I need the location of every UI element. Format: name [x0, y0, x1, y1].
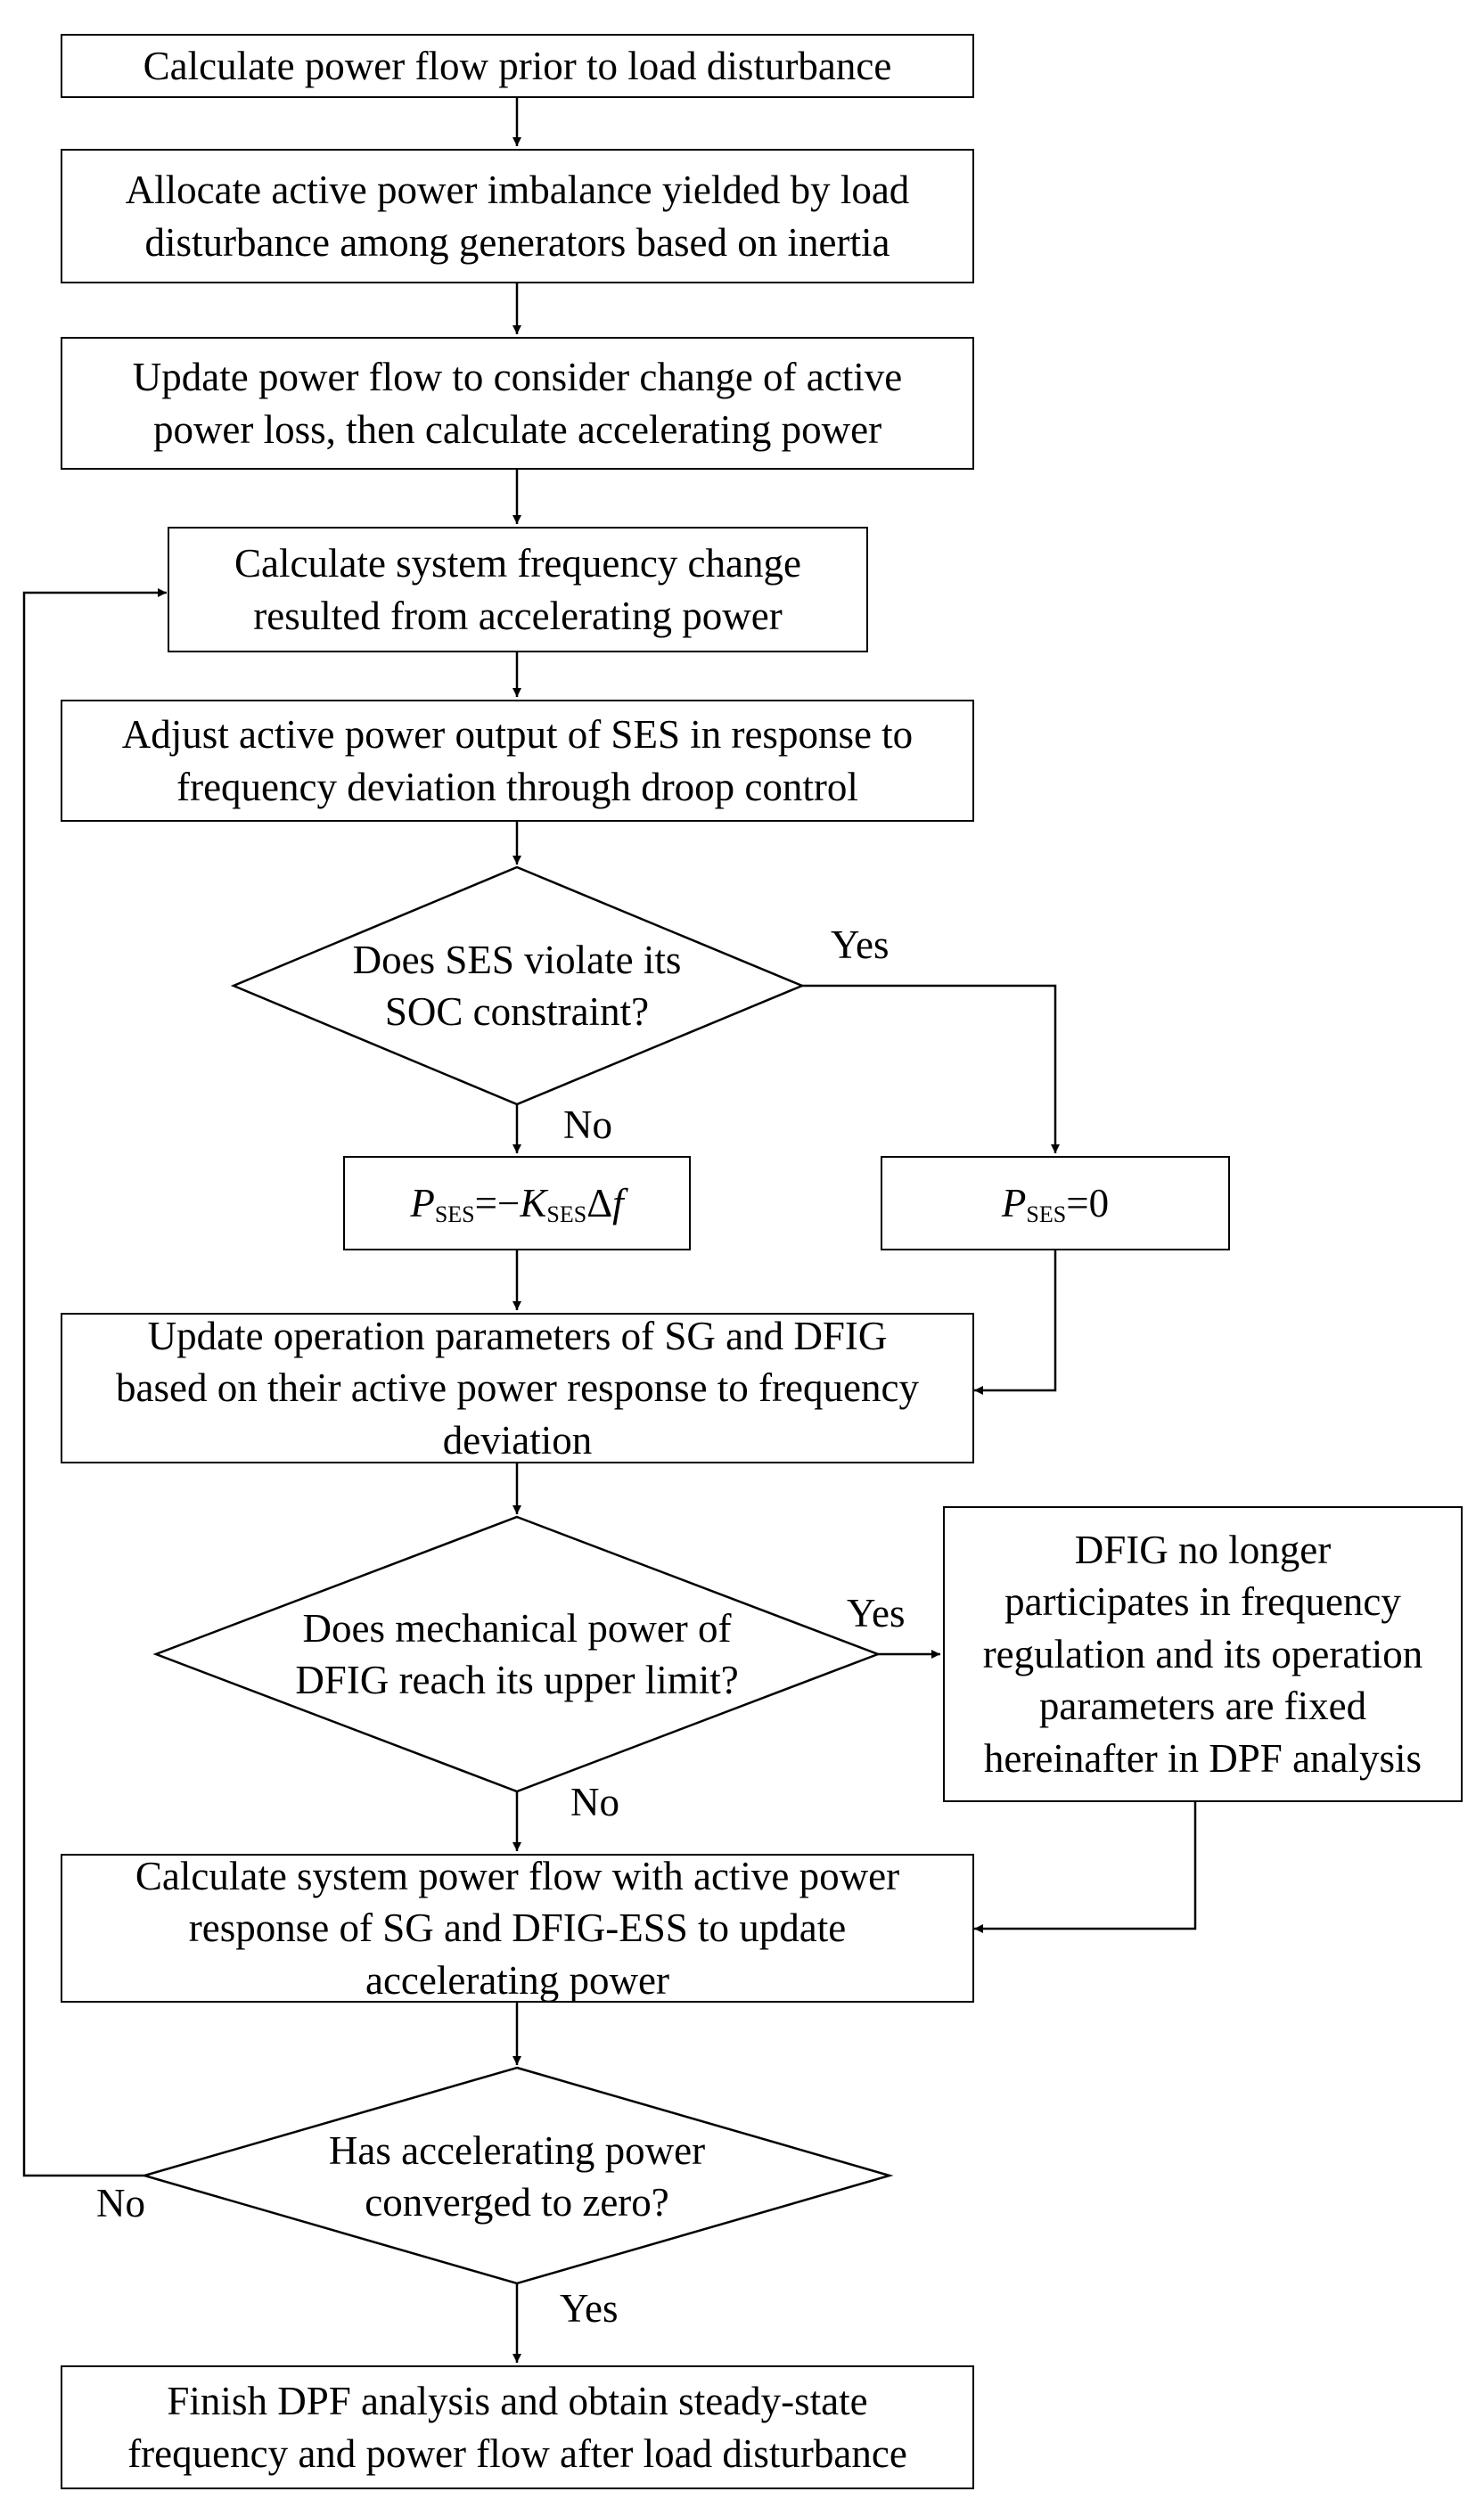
- decision-power-converged: Has accelerating power converged to zero…: [267, 2121, 767, 2232]
- step8-line-1: Finish DPF analysis and obtain steady-st…: [167, 2379, 868, 2423]
- decision2-line-1: Does mechanical power of: [302, 1605, 732, 1651]
- formula-droop: PSES=−KSESΔf: [410, 1177, 623, 1230]
- formula-zero-sub: SES: [1026, 1201, 1067, 1227]
- step-calculate-system-power-flow: Calculate system power flow with active …: [61, 1854, 974, 2003]
- step7-line-2: response of SG and DFIG-ESS to update: [188, 1906, 847, 1951]
- label-no-decision1: No: [563, 1102, 612, 1147]
- decision2-line-2: DFIG reach its upper limit?: [295, 1658, 739, 1702]
- step-finish-dpf-analysis: Finish DPF analysis and obtain steady-st…: [61, 2365, 974, 2489]
- formula-sub-ses-2: SES: [546, 1201, 587, 1227]
- step4-line-1: Calculate system frequency change: [234, 541, 801, 586]
- step2-line-2: disturbance among generators based on in…: [144, 219, 890, 265]
- decision-ses-soc-constraint: Does SES violate its SOC constraint?: [294, 927, 740, 1045]
- step7-line-1: Calculate system power flow with active …: [135, 1853, 900, 1898]
- label-yes-decision3: Yes: [560, 2286, 619, 2331]
- step-calculate-frequency-change: Calculate system frequency change result…: [168, 527, 868, 652]
- formula-zero: PSES=0: [1002, 1177, 1109, 1230]
- label-no-decision3: No: [96, 2181, 145, 2225]
- label-yes-decision2: Yes: [847, 1591, 906, 1635]
- step-adjust-ses-output: Adjust active power output of SES in res…: [61, 700, 974, 822]
- side-box-line-1: DFIG no longer: [1074, 1527, 1332, 1572]
- step5-line-2: frequency deviation through droop contro…: [176, 764, 858, 809]
- label-yes-decision1: Yes: [831, 922, 890, 967]
- label-no-decision2: No: [570, 1780, 619, 1824]
- formula-p: P: [410, 1180, 435, 1225]
- formula-sub-ses: SES: [434, 1201, 475, 1227]
- step3-line-2: power loss, then calculate accelerating …: [152, 406, 882, 452]
- arrow-decision1-yes: [802, 984, 1060, 1153]
- formula-k: K: [520, 1180, 547, 1225]
- arrow-side-step7: [974, 1802, 1197, 1933]
- formula-delta: Δ: [586, 1180, 613, 1225]
- decision1-line-2: SOC constraint?: [384, 989, 650, 1034]
- step4-line-2: resulted from accelerating power: [253, 593, 783, 638]
- step6-line-1: Update operation parameters of SG and DF…: [147, 1313, 888, 1358]
- arrow-loop-back: [22, 588, 167, 2177]
- decision1-line-1: Does SES violate its: [352, 937, 682, 982]
- side-box-line-3: regulation and its operation: [982, 1631, 1423, 1676]
- box-ses-droop-formula: PSES=−KSESΔf: [343, 1156, 691, 1250]
- step-update-sg-dfig-parameters: Update operation parameters of SG and DF…: [61, 1313, 974, 1463]
- formula-zero-p: P: [1001, 1180, 1027, 1225]
- side-box-line-5: hereinafter in DPF analysis: [983, 1735, 1423, 1781]
- step6-line-3: deviation: [442, 1417, 593, 1463]
- step3-line-1: Update power flow to consider change of …: [132, 355, 903, 399]
- step5-line-1: Adjust active power output of SES in res…: [121, 712, 914, 757]
- arrow-zero-step6: [974, 1250, 1057, 1395]
- box-ses-zero-formula: PSES=0: [881, 1156, 1230, 1250]
- formula-equals-minus: =−: [474, 1180, 521, 1225]
- step-update-power-flow: Update power flow to consider change of …: [61, 337, 974, 470]
- box-dfig-fixed-parameters: DFIG no longer participates in frequency…: [943, 1506, 1463, 1802]
- step-calculate-initial-power-flow: Calculate power flow prior to load distu…: [61, 34, 974, 98]
- side-box-line-2: participates in frequency: [1004, 1579, 1401, 1625]
- decision3-line-1: Has accelerating power: [328, 2127, 706, 2173]
- decision-dfig-upper-limit: Does mechanical power of DFIG reach its …: [232, 1595, 802, 1713]
- step7-line-3: accelerating power: [365, 1957, 670, 2003]
- step2-line-1: Allocate active power imbalance yielded …: [125, 168, 910, 212]
- formula-f: f: [612, 1180, 624, 1225]
- step6-line-2: based on their active power response to …: [116, 1365, 919, 1411]
- side-box-line-4: parameters are fixed: [1038, 1684, 1367, 1729]
- formula-zero-equals: =0: [1066, 1180, 1110, 1225]
- step1-line-1: Calculate power flow prior to load distu…: [143, 43, 892, 88]
- step8-line-2: frequency and power flow after load dist…: [127, 2430, 907, 2476]
- decision3-line-2: converged to zero?: [365, 2180, 669, 2225]
- step-allocate-power-imbalance: Allocate active power imbalance yielded …: [61, 149, 974, 283]
